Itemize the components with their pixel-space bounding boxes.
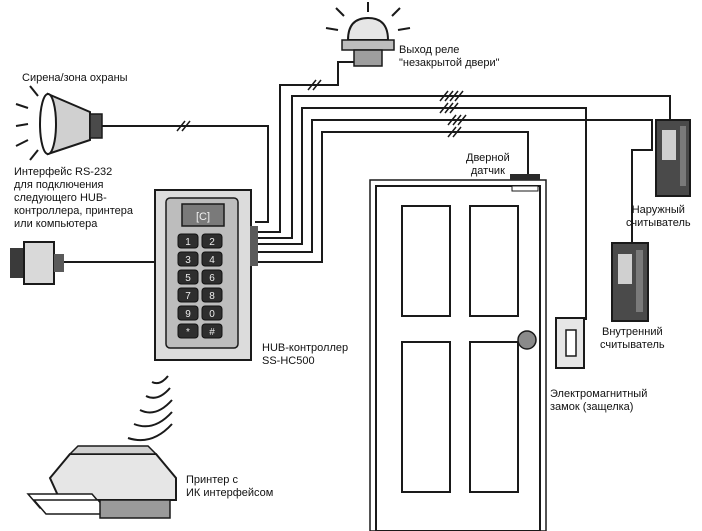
keypad-key: * [177,323,199,339]
keypad-key: 1 [177,233,199,249]
rs232-label: Интерфейс RS-232 для подключения следующ… [14,166,134,230]
keypad-key: 2 [201,233,223,249]
lock-label: Электромагнитный замок (защелка) [550,388,648,413]
keypad-key-label: 5 [185,273,191,284]
keypad-key-label: 4 [209,255,215,266]
door-sensor-label: Дверной датчик [466,152,510,177]
keypad-key: 6 [201,269,223,285]
wire-outer-reader [255,95,671,239]
door [369,174,547,531]
keypad-key: 3 [177,251,199,267]
wire-siren [100,125,269,223]
door-knob-icon [517,330,537,350]
keypad-key-label: 8 [209,291,215,302]
keypad-key: 4 [201,251,223,267]
keypad-key-label: 3 [185,255,191,266]
outer-reader-icon [655,119,691,197]
electromagnetic-lock-icon [555,317,585,369]
siren-label: Сирена/зона охраны [22,72,128,84]
keypad-key: 8 [201,287,223,303]
keypad-key-label: 2 [209,237,215,248]
keypad-keys: 1 2 3 4 5 6 7 8 9 0 * # [177,233,223,339]
keypad-key: 5 [177,269,199,285]
ir-waves-icon [127,375,173,442]
door-sensor-icon [510,174,540,180]
printer-icon [26,445,177,519]
hub-label: HUB-контроллер SS-HC500 [262,342,349,367]
inner-reader-icon [611,242,649,322]
wire-inner-reader [255,119,653,253]
keypad-key: 0 [201,305,223,321]
wire-door-sensor [255,131,529,263]
keypad-key-label: * [186,327,190,338]
keypad-key-label: 9 [185,309,191,320]
relay-label: Выход реле "незакрытой двери" [399,44,500,69]
siren-icon [15,85,103,161]
relay-lamp-icon [325,2,411,67]
rs232-connector-icon [10,241,64,285]
hub-controller: [C] 1 2 3 4 5 6 7 8 9 0 * # [154,189,258,361]
outer-reader-label: Наружный считыватель [626,204,691,229]
wire-lock [255,107,587,320]
inner-reader-label: Внутренний считыватель [600,326,665,351]
wires [62,61,671,320]
keypad-key-label: 0 [209,309,215,320]
keypad-key-label: 6 [209,273,215,284]
keypad-key: # [201,323,223,339]
keypad-key: 9 [177,305,199,321]
keypad-key-label: 7 [185,291,191,302]
cable-ticks [176,79,467,138]
printer-label: Принтер с ИК интерфейсом [186,474,274,499]
keypad-display: [C] [196,211,210,223]
keypad-key: 7 [177,287,199,303]
keypad-key-label: # [209,327,215,338]
wire-relay [255,61,360,233]
keypad-key-label: 1 [185,237,191,248]
